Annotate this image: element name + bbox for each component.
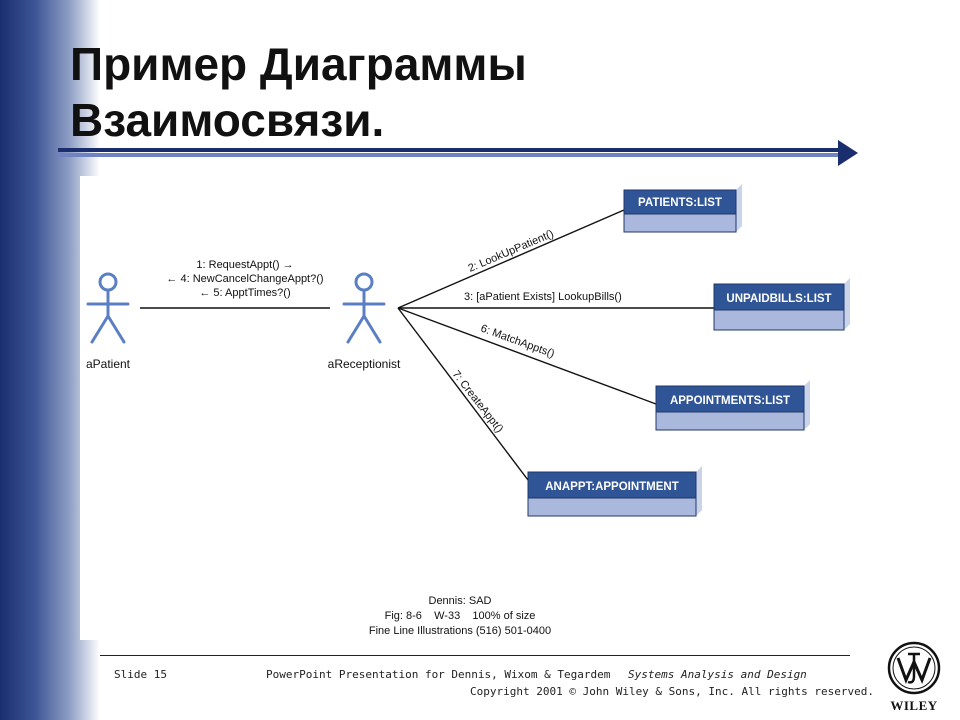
figure-credit: Fine Line Illustrations (516) 501-0400: [369, 625, 551, 637]
object-label: PATIENTS:LIST: [638, 197, 722, 209]
footer-presentation-text: PowerPoint Presentation for Dennis, Wixo…: [266, 668, 611, 681]
wiley-logo-icon: [887, 641, 941, 695]
receptionist-actor-icon: [342, 272, 386, 344]
title-line-2: Взаимосвязи.: [70, 94, 385, 146]
slide-title: Пример Диаграммы Взаимосвязи.: [70, 36, 870, 148]
patient-actor-icon: [86, 272, 130, 344]
footer-divider: [100, 655, 850, 656]
object-box-patients-list: PATIENTS:LIST: [623, 184, 742, 233]
actor-label: aPatient: [86, 357, 131, 371]
actor-message: ← 4: NewCancelChangeAppt?(): [166, 273, 323, 285]
figure-credit: Dennis: SAD: [429, 595, 492, 607]
connector-message: 7: CreateAppt(): [450, 368, 506, 435]
connector-message: 3: [aPatient Exists] LookupBills(): [464, 291, 622, 303]
object-label: UNPAIDBILLS:LIST: [726, 293, 831, 305]
collaboration-diagram: 1: RequestAppt() → ← 4: NewCancelChangeA…: [80, 176, 850, 640]
slide-number: Slide 15: [114, 668, 167, 681]
title-arrow-rule: [58, 140, 858, 166]
diagram-canvas: 1: RequestAppt() → ← 4: NewCancelChangeA…: [86, 184, 850, 637]
connector-message: 2: LookUpPatient(): [466, 228, 555, 275]
footer-copyright: Copyright 2001 © John Wiley & Sons, Inc.…: [470, 685, 874, 698]
connector-line: [397, 307, 657, 405]
object-box-appointments-list: APPOINTMENTS:LIST: [655, 380, 810, 431]
footer-book-title: Systems Analysis and Design: [628, 668, 807, 681]
wiley-logo-text: WILEY: [890, 698, 938, 713]
object-label: ANAPPT:APPOINTMENT: [545, 481, 679, 493]
figure-credit: Fig: 8-6 W-33 100% of size: [385, 610, 536, 622]
actor-label: aReceptionist: [328, 357, 401, 371]
actor-message: 1: RequestAppt() →: [196, 259, 293, 271]
object-box-anappt-appointment: ANAPPT:APPOINTMENT: [527, 466, 702, 517]
connector-line: [397, 209, 625, 309]
object-box-unpaidbills-list: UNPAIDBILLS:LIST: [713, 278, 850, 331]
actor-message: ← 5: ApptTimes?(): [199, 287, 290, 299]
connector-message: 6: MatchAppts(): [479, 323, 556, 361]
object-label: APPOINTMENTS:LIST: [670, 395, 790, 407]
title-line-1: Пример Диаграммы: [70, 38, 527, 90]
connector-line: [397, 307, 529, 481]
